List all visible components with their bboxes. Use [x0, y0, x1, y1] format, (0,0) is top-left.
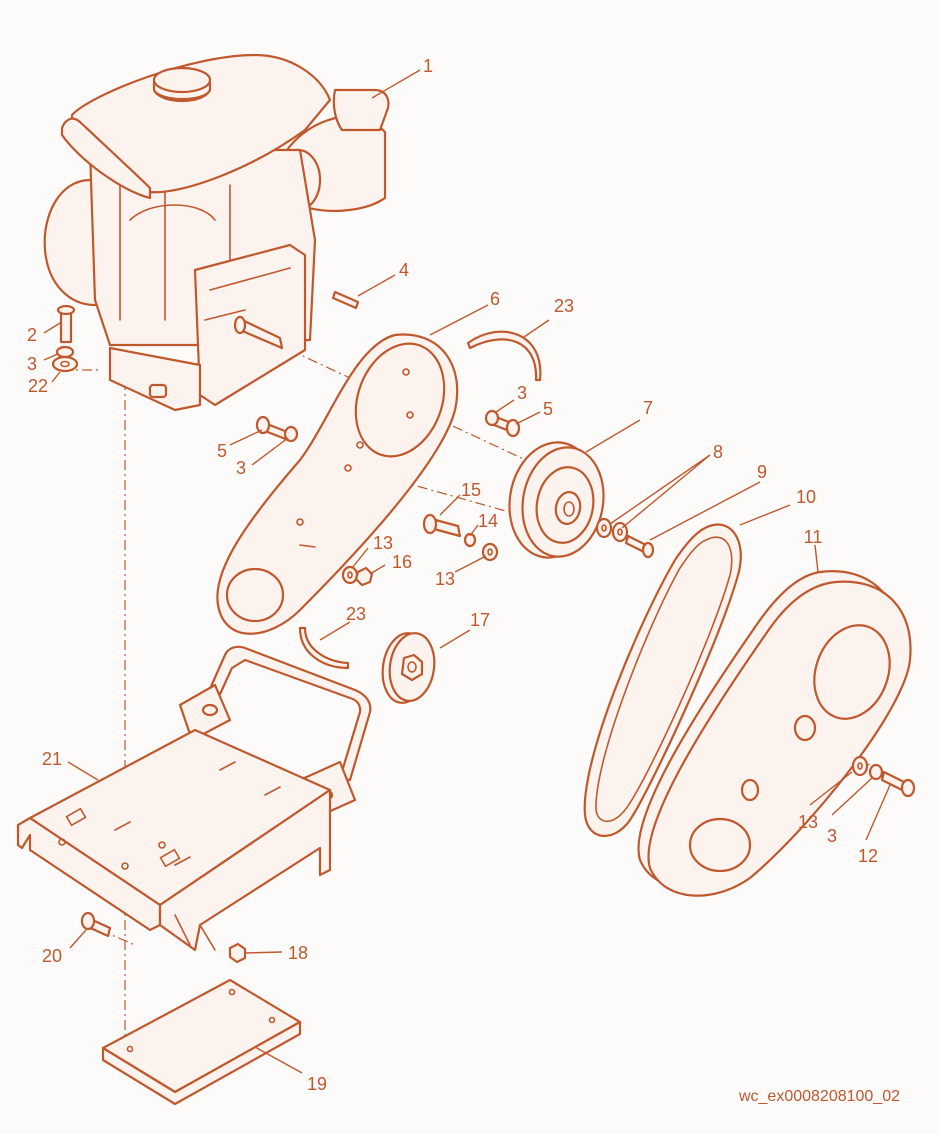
washer-3-right: [484, 409, 500, 427]
washer-3-cover: [868, 763, 884, 781]
washer-3-left: [283, 425, 299, 443]
callout-11: 11: [804, 527, 823, 547]
callout-9: 9: [757, 462, 767, 482]
callout-23: 23: [346, 604, 366, 624]
callout-5: 5: [217, 441, 227, 461]
belt-guide-23-top: [466, 330, 542, 382]
diagram-reference-code: wc_ex0008208100_02: [738, 1088, 900, 1105]
bolt-9: [624, 534, 655, 559]
callout-10: 10: [796, 487, 816, 507]
v-belt-10: [583, 523, 742, 837]
callout-2: 2: [27, 325, 37, 345]
callout-3: 3: [827, 826, 837, 846]
bolt-20: [80, 911, 112, 938]
callout-14: 14: [478, 511, 498, 531]
engine-part: [43, 53, 390, 412]
washer-13-right: [851, 755, 869, 777]
pulley-17: [381, 632, 436, 704]
washer-14: [463, 532, 477, 548]
callout-7: 7: [643, 398, 653, 418]
lock-washer-3a: [55, 345, 75, 359]
rubber-pad-19: [101, 978, 302, 1106]
washer-13-mid: [481, 542, 499, 562]
drive-pulley-7: [508, 441, 605, 559]
callout-1: 1: [423, 56, 433, 76]
callout-18: 18: [288, 943, 308, 963]
callout-20: 20: [42, 946, 62, 966]
washer-8a: [595, 517, 613, 539]
callout-17: 17: [470, 610, 490, 630]
callout-3: 3: [517, 383, 527, 403]
washer-13-left: [341, 565, 359, 585]
nut-18: [228, 942, 247, 964]
flat-washer-22: [51, 355, 79, 373]
callout-4: 4: [399, 260, 409, 280]
bolt-12: [880, 770, 916, 798]
belt-guard-plate-6: [216, 333, 459, 635]
nut-16: [354, 566, 374, 587]
key-4: [331, 290, 360, 310]
callout-15: 15: [461, 480, 481, 500]
callout-22: 22: [28, 376, 48, 396]
belt-guide-23-bottom: [298, 626, 350, 670]
callout-13: 13: [798, 812, 818, 832]
callout-12: 12: [858, 846, 878, 866]
leader-lines: [43, 69, 891, 1074]
callout-6: 6: [490, 289, 500, 309]
callout-3: 3: [236, 458, 246, 478]
callout-3: 3: [27, 354, 37, 374]
callout-16: 16: [392, 552, 412, 572]
callout-8: 8: [713, 442, 723, 462]
callout-19: 19: [307, 1074, 327, 1094]
mount-bolt-2: [56, 304, 76, 344]
callout-13: 13: [435, 569, 455, 589]
callout-13: 13: [373, 533, 393, 553]
callout-5: 5: [543, 399, 553, 419]
spacer-15: [422, 513, 462, 538]
belt-guard-cover-11: [637, 570, 912, 897]
base-frame-21: [16, 645, 372, 952]
callout-23: 23: [554, 296, 574, 316]
callout-21: 21: [42, 749, 62, 769]
